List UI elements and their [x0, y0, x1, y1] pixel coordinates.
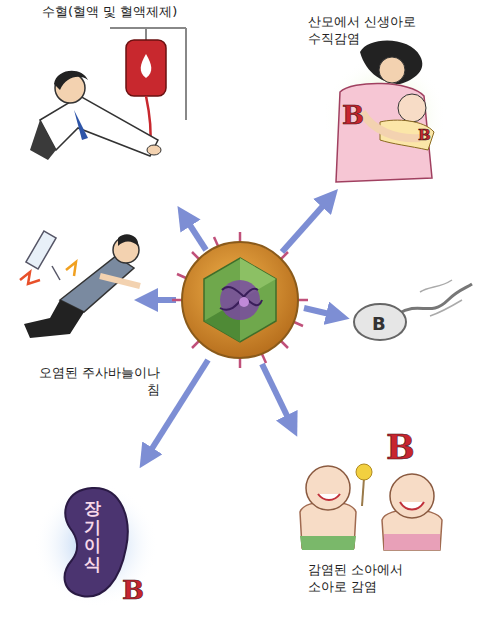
virus-letter: B — [122, 577, 144, 603]
virus-letter: B — [418, 128, 431, 143]
transfusion-figure — [30, 28, 186, 160]
children-group: B 감염된 소아에서 소아로 감염 — [280, 430, 475, 612]
sperm-figure — [354, 280, 472, 340]
caption: 감염된 소아에서 소아로 감염 — [308, 562, 443, 596]
mother-baby-group: 산모에서 신생아로 수직감염 B B — [300, 10, 480, 195]
transfusion-group: 수혈(혈액 및 혈액제제) — [10, 2, 220, 177]
mother-baby-figure — [323, 40, 447, 182]
virus-letter: B — [372, 312, 386, 335]
caption: 수혈(혈액 및 혈액제제) — [42, 4, 218, 21]
kidney-group: 장기이식 B — [50, 485, 160, 620]
children-figure — [300, 464, 442, 550]
kidney-figure — [34, 483, 158, 607]
virus-letter: B — [342, 102, 364, 128]
sperm-group: B — [345, 262, 480, 352]
hepatitis-b-virus — [172, 232, 308, 368]
kidney-label: 장기이식 — [84, 499, 101, 574]
virus-letter: B — [386, 430, 415, 464]
caption: 산모에서 신생아로 수직감염 — [308, 14, 433, 48]
injection-figure — [20, 231, 140, 338]
injection-group: 오염된 주사바늘이나 침 — [5, 225, 170, 410]
transmission-arrows — [146, 198, 338, 458]
caption: 오염된 주사바늘이나 침 — [35, 365, 160, 399]
